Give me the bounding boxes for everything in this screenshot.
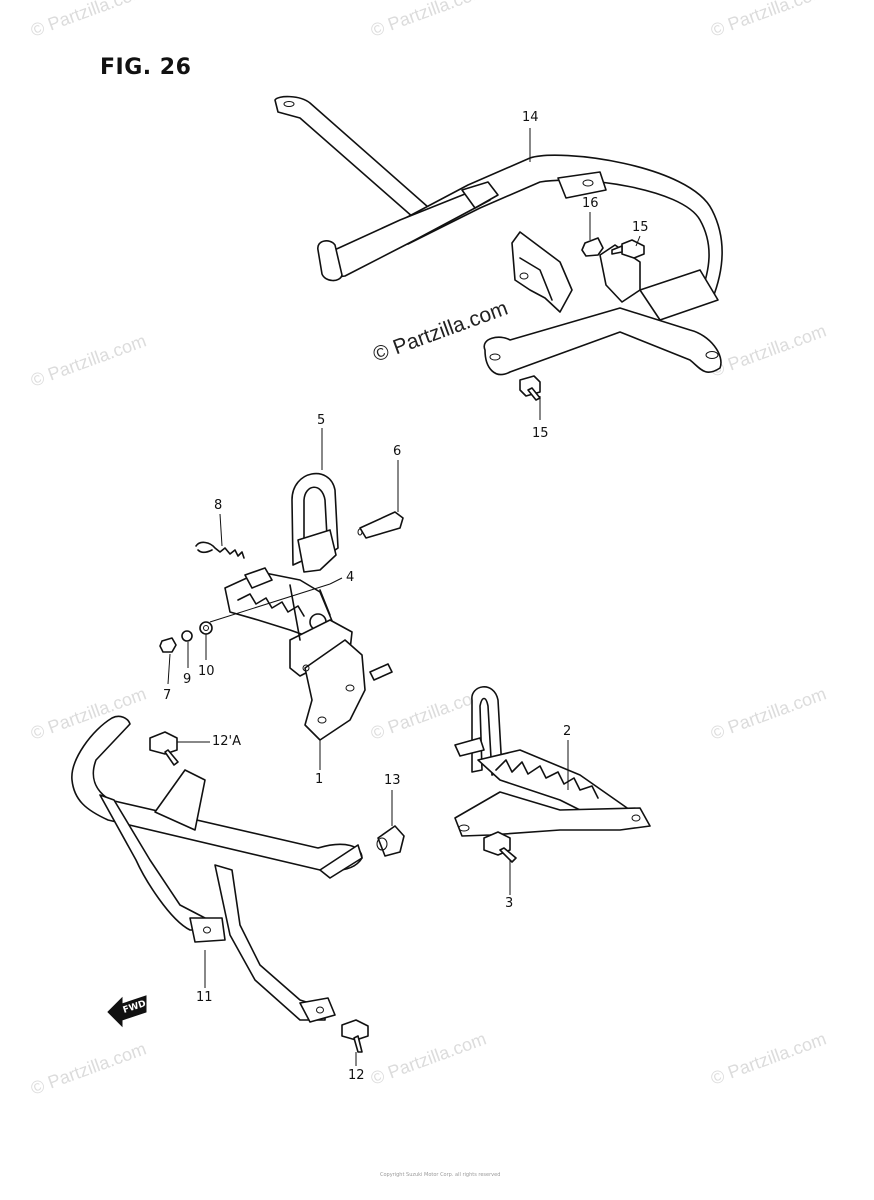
part-9-washer (181, 630, 193, 642)
part-8-spring (195, 541, 245, 559)
callout-14: 14 (522, 110, 539, 125)
part-3-bolt (483, 831, 517, 863)
part-13-rubber (376, 825, 405, 857)
callout-4: 4 (346, 570, 355, 585)
callout-2: 2 (563, 724, 572, 739)
part-5-footrest-bracket (291, 472, 339, 573)
part-4-footrest-assembly (224, 567, 353, 677)
part-11-guard-frame (71, 715, 363, 1023)
callout-3: 3 (505, 896, 514, 911)
forward-arrow-icon: FWD (107, 995, 147, 1028)
callout-5: 5 (317, 413, 326, 428)
callout-16: 16 (582, 196, 599, 211)
callout-7: 7 (163, 688, 172, 703)
part-12-bolt (341, 1019, 369, 1053)
callout-8: 8 (214, 498, 223, 513)
part-6-pin (357, 511, 404, 539)
footer-copyright: Copyright Suzuki Motor Corp. all rights … (380, 1172, 501, 1178)
callout-11: 11 (196, 990, 213, 1005)
part-12a-bolt (149, 731, 179, 766)
figure-title: FIG. 26 (100, 55, 192, 80)
callout-1: 1 (315, 772, 324, 787)
callout-9: 9 (183, 672, 192, 687)
callout-10: 10 (198, 664, 215, 679)
callout-12: 12 (348, 1068, 365, 1083)
part-7-nut (159, 637, 177, 653)
leader-lines (167, 128, 641, 1066)
part-15-bolt-lower (519, 375, 541, 401)
callout-15-lower: 15 (532, 426, 549, 441)
part-16-nut (581, 237, 604, 257)
part-10-washer (199, 621, 213, 635)
callout-15-upper: 15 (632, 220, 649, 235)
part-1-footrest-plate (302, 639, 393, 741)
callout-13: 13 (384, 773, 401, 788)
part-14-carrier-frame (274, 95, 723, 376)
callout-6: 6 (393, 444, 402, 459)
part-15-bolt-upper (611, 239, 645, 259)
part-2-footrest (454, 686, 651, 837)
callout-12a: 12'A (212, 734, 242, 749)
